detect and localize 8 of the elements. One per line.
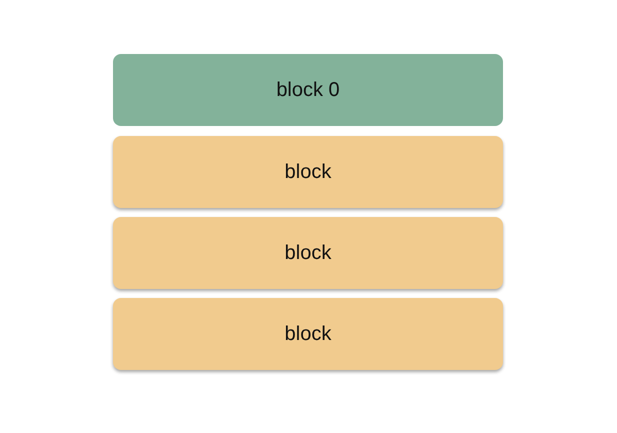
- block-box: [113, 136, 503, 208]
- block-box: [113, 298, 503, 370]
- block-label: block: [284, 242, 332, 264]
- block-label: block: [284, 322, 332, 346]
- block-box: [113, 217, 503, 289]
- block-box: [113, 54, 503, 126]
- block-label: block: [284, 160, 332, 184]
- block-label: block 0: [276, 78, 340, 102]
